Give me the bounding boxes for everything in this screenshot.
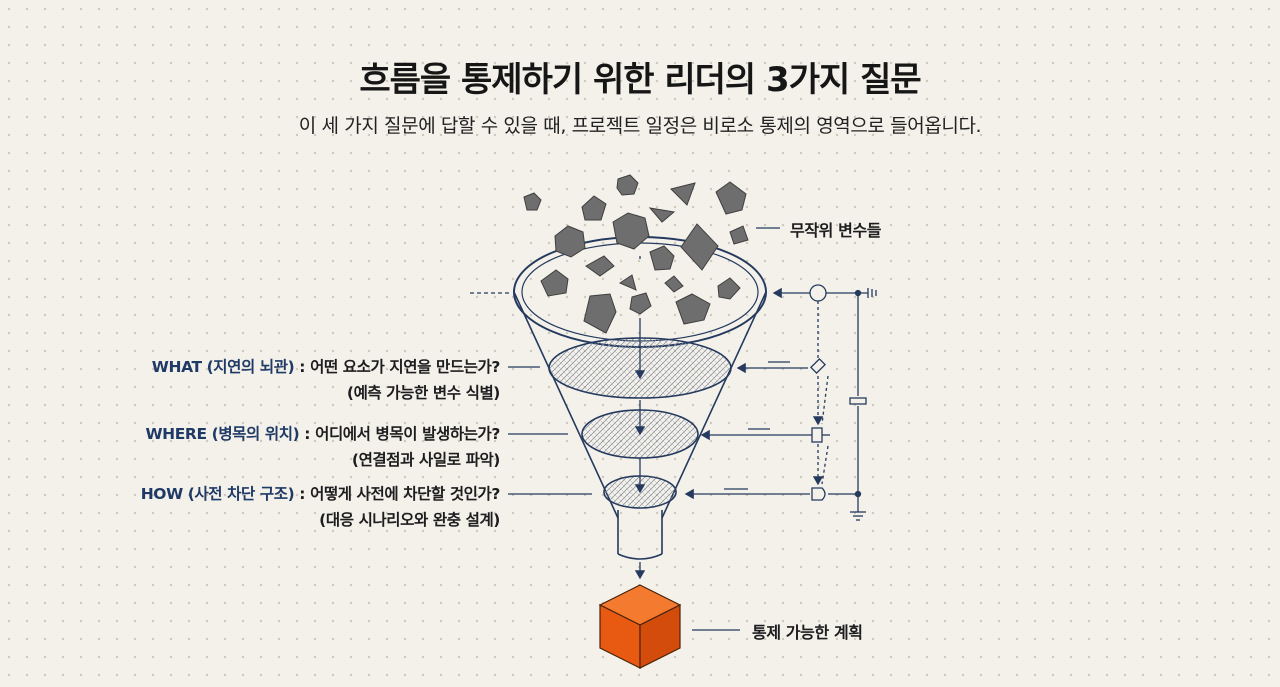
question-how-text: : 어떻게 사전에 차단할 것인가? bbox=[294, 485, 500, 503]
random-variables-label: 무작위 변수들 bbox=[790, 217, 881, 241]
controllable-plan-label: 통제 가능한 계획 bbox=[752, 619, 863, 643]
question-how-sub: (대응 시나리오와 완충 설계) bbox=[141, 507, 500, 533]
question-how-key: HOW (사전 차단 구조) bbox=[141, 485, 295, 503]
question-where-sub: (연결점과 사일로 파악) bbox=[145, 447, 500, 473]
cube-icon bbox=[600, 585, 680, 668]
question-what-sub: (예측 가능한 변수 식별) bbox=[152, 380, 500, 406]
question-where-key: WHERE (병목의 위치) bbox=[145, 425, 299, 443]
question-what-text: : 어떤 요소가 지연을 만드는가? bbox=[294, 358, 500, 376]
question-what-key: WHAT (지연의 뇌관) bbox=[152, 358, 295, 376]
question-what: WHAT (지연의 뇌관) : 어떤 요소가 지연을 만드는가? (예측 가능한… bbox=[152, 354, 500, 406]
question-where-text: : 어디에서 병목이 발생하는가? bbox=[299, 425, 500, 443]
question-where: WHERE (병목의 위치) : 어디에서 병목이 발생하는가? (연결점과 사… bbox=[145, 421, 500, 473]
question-how: HOW (사전 차단 구조) : 어떻게 사전에 차단할 것인가? (대응 시나… bbox=[141, 481, 500, 533]
